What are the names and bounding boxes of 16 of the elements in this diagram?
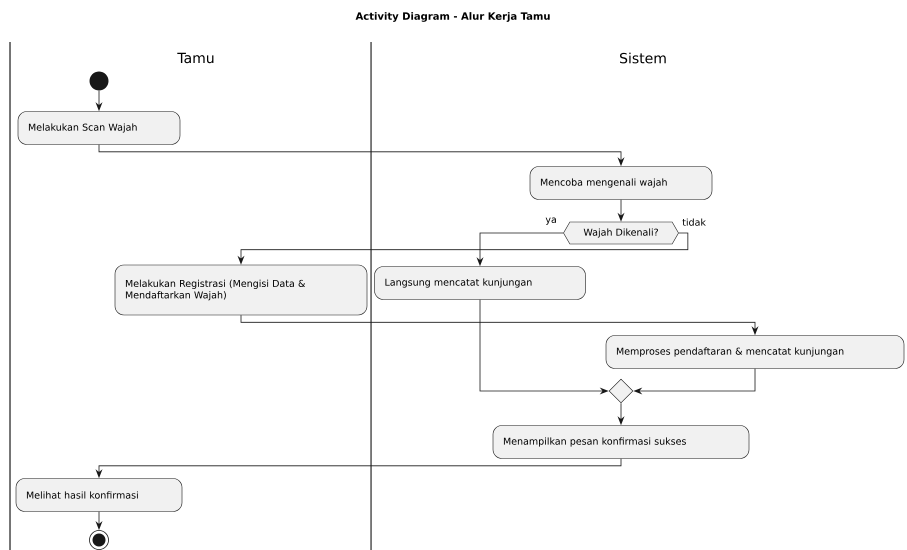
edge-label: ya bbox=[544, 216, 558, 226]
activity-box: Memproses pendaftaran & mencatat kunjungan bbox=[606, 335, 904, 369]
activity-box: Langsung mencatat kunjungan bbox=[374, 266, 586, 300]
edge-label: tidak bbox=[681, 217, 707, 227]
lane-header: Sistem bbox=[620, 52, 666, 64]
activity-box: Melihat hasil konfirmasi bbox=[16, 478, 182, 512]
activity-box: Melakukan Registrasi (Mengisi Data & Mendaftarkan Wajah) bbox=[114, 264, 368, 316]
activity-box: Mencoba mengenali wajah bbox=[530, 166, 712, 200]
start-node bbox=[90, 72, 108, 90]
activity-box: Melakukan Scan Wajah bbox=[18, 111, 180, 145]
lane-header: Tamu bbox=[177, 52, 214, 64]
activity-box: Menampilkan pesan konfirmasi sukses bbox=[492, 425, 750, 459]
end-node bbox=[89, 530, 109, 550]
merge-diamond bbox=[608, 378, 634, 404]
diagram-title: Activity Diagram - Alur Kerja Tamu bbox=[356, 12, 550, 22]
decision-hexagon: Wajah Dikenali? bbox=[563, 222, 679, 244]
